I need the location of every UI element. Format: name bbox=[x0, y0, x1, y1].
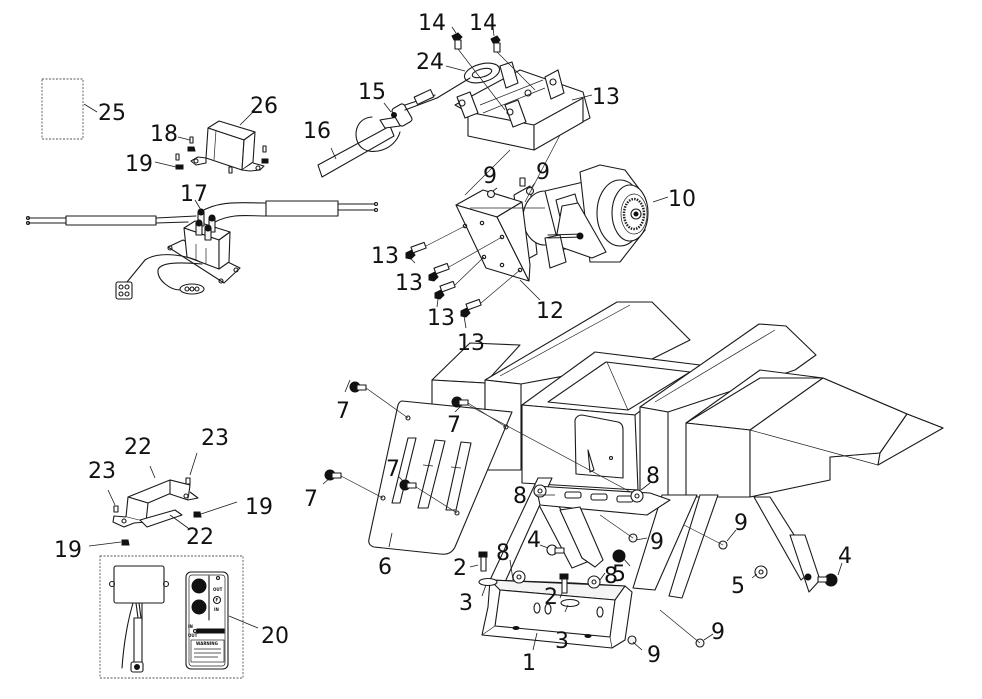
part-21-receiver-bracket bbox=[112, 465, 199, 528]
callout-7-d: 7 bbox=[304, 487, 318, 512]
callout-19-right: 19 bbox=[245, 495, 273, 520]
callout-9-c: 9 bbox=[711, 620, 725, 645]
part-14-bolts bbox=[451, 32, 536, 111]
callout-1: 1 bbox=[522, 651, 536, 676]
callout-13-c: 13 bbox=[427, 306, 455, 331]
part-4-bolts bbox=[546, 544, 838, 587]
callout-17: 17 bbox=[180, 182, 208, 207]
part-10-winch bbox=[513, 164, 669, 269]
callout-leaders bbox=[322, 26, 843, 651]
callout-2-a: 2 bbox=[453, 556, 467, 581]
callout-23-right: 23 bbox=[201, 426, 229, 451]
callout-7-c: 7 bbox=[386, 457, 400, 482]
part-25-label-sheet bbox=[41, 78, 98, 140]
callout-13-d: 13 bbox=[457, 331, 485, 356]
callout-9-d: 9 bbox=[647, 643, 661, 668]
callout-24: 24 bbox=[416, 50, 444, 75]
part-5-nuts bbox=[612, 549, 768, 579]
callout-2-b: 2 bbox=[544, 585, 558, 610]
callout-8-c: 8 bbox=[496, 541, 510, 566]
remote-out-label: OUT bbox=[213, 587, 223, 592]
callout-9-plate-right: 9 bbox=[536, 160, 550, 185]
part-26-solenoid-cover-bracket bbox=[190, 109, 265, 172]
callout-3-a: 3 bbox=[459, 591, 473, 616]
part-20-wireless-remote-kit: OUT F IN IN OUT WARNING bbox=[99, 555, 259, 679]
part-12-fairlead-mount bbox=[454, 61, 593, 151]
callout-8-b: 8 bbox=[513, 484, 527, 509]
remote-warning-label: WARNING bbox=[196, 641, 218, 646]
callout-7-b: 7 bbox=[447, 413, 461, 438]
part-11-winch-mount-plate bbox=[455, 189, 545, 301]
callout-22: 22 bbox=[186, 525, 214, 550]
part-18-screws bbox=[175, 136, 267, 174]
callout-26: 26 bbox=[250, 94, 278, 119]
part-8-washers bbox=[512, 484, 644, 589]
callout-9-plate-left: 9 bbox=[483, 164, 497, 189]
callout-labels: 25 26 18 19 17 16 15 24 14 14 13 9 9 10 … bbox=[54, 11, 852, 676]
callout-11: 12 bbox=[536, 299, 564, 324]
callout-5-a: 5 bbox=[612, 562, 626, 587]
part-15-hook bbox=[355, 102, 413, 152]
part-17-solenoid-harness bbox=[25, 199, 379, 300]
callout-14-left: 14 bbox=[418, 11, 446, 36]
callout-19-top: 19 bbox=[125, 152, 153, 177]
remote-switch-out-label: OUT bbox=[188, 633, 198, 638]
part-19-nuts-lower bbox=[88, 501, 238, 547]
callout-23-left: 23 bbox=[88, 459, 116, 484]
callout-19-left: 19 bbox=[54, 538, 82, 563]
callout-7-a: 7 bbox=[336, 399, 350, 424]
callout-10: 10 bbox=[668, 187, 696, 212]
callout-21: 22 bbox=[124, 435, 152, 460]
part-9-nuts-bottom bbox=[599, 514, 728, 648]
part-9-nuts-top bbox=[464, 134, 561, 203]
part-22-pad bbox=[139, 509, 189, 529]
callout-13-b: 13 bbox=[395, 271, 423, 296]
part-19-nuts bbox=[154, 146, 269, 170]
callout-4-a: 4 bbox=[527, 528, 541, 553]
callout-6: 6 bbox=[378, 555, 392, 580]
callout-14-right: 14 bbox=[469, 11, 497, 36]
callout-5-b: 5 bbox=[731, 574, 745, 599]
part-1-front-bracket bbox=[481, 477, 698, 651]
remote-switch-in-label: IN bbox=[188, 624, 193, 629]
callout-9-b: 9 bbox=[734, 511, 748, 536]
part-6-skid-plate bbox=[368, 400, 513, 555]
part-3-washers bbox=[478, 577, 580, 608]
callout-12: 13 bbox=[592, 85, 620, 110]
callout-8-a: 8 bbox=[646, 464, 660, 489]
callout-4-b: 4 bbox=[838, 544, 852, 569]
part-2-bolts bbox=[478, 551, 569, 594]
part-23-screws bbox=[107, 452, 198, 513]
callout-9-a: 9 bbox=[650, 530, 664, 555]
callout-16: 16 bbox=[303, 119, 331, 144]
callout-25: 25 bbox=[98, 101, 126, 126]
part-16-winch-cable bbox=[317, 125, 395, 178]
part-7-bolts bbox=[324, 381, 641, 514]
callout-20: 20 bbox=[261, 624, 289, 649]
callout-13-a: 13 bbox=[371, 244, 399, 269]
remote-f-label: F bbox=[216, 598, 219, 603]
part-24-cable-eye bbox=[404, 62, 501, 111]
remote-in-label: IN bbox=[214, 607, 219, 612]
callout-18: 18 bbox=[150, 122, 178, 147]
callout-3-b: 3 bbox=[555, 629, 569, 654]
callout-8-d: 8 bbox=[604, 564, 618, 589]
part-13-bolts bbox=[405, 225, 521, 318]
callout-15: 15 bbox=[358, 80, 386, 105]
